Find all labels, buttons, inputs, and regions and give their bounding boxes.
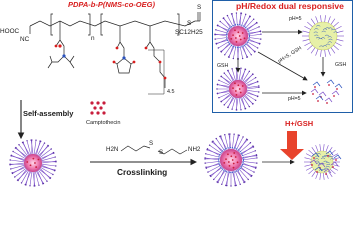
gsh-label-right: GSH [335, 62, 347, 68]
panel-title: pH/Redox dual responsive [236, 1, 344, 11]
polymer-structure [29, 12, 201, 95]
scheme-canvas: PDPA-b-P(NMS-co-OEG) pH/Redox dual respo… [0, 0, 353, 187]
ph-label-bottom: pH=5 [288, 96, 301, 102]
crosslinker-amine-right: NH2 [188, 146, 201, 153]
panel-disassembled-chains [310, 79, 343, 104]
camptothecin-label: Camptothecin [86, 120, 121, 126]
crosslinker-sulfur-2: S [159, 149, 164, 156]
dodecyl-chain: SC12H25 [175, 29, 203, 36]
oeg-repeat: 4.5 [167, 89, 175, 95]
nitrile-group: NC [20, 36, 30, 43]
repeat-n: n [91, 35, 95, 42]
micelle-self-assembled [9, 139, 57, 187]
micelle-released-drug [309, 150, 342, 175]
micelle-crosslinked [204, 133, 258, 187]
ph-label-top: pH=5 [289, 16, 302, 22]
camptothecin-dots [90, 101, 106, 115]
responsive-panel-art [214, 12, 344, 111]
panel-micelle-swollen [302, 15, 344, 57]
cooh-group: HOOC [0, 28, 20, 35]
gsh-label-left: GSH [217, 63, 229, 69]
crosslinker-sulfur-1: S [149, 140, 154, 147]
trigger-label: H+/GSH [285, 119, 314, 128]
responsive-panel [212, 0, 353, 113]
panel-arrow-diagonal [257, 51, 308, 81]
panel-micelle-crosslinked [214, 12, 262, 60]
self-assembly-label: Self-assembly [23, 109, 74, 118]
sulfur-2: S [197, 4, 202, 11]
micelle-sequence-art [9, 133, 342, 187]
crosslinker-amine-left: H2N [106, 146, 119, 153]
crosslinking-label: Crosslinking [117, 167, 168, 177]
polymer-label: PDPA-b-P(NMS-co-OEG) [68, 0, 155, 9]
polymer-heteroatoms [54, 44, 167, 80]
scheme-graphics [9, 12, 344, 187]
trigger-arrow [280, 131, 304, 160]
sulfur-1: S [187, 20, 192, 27]
